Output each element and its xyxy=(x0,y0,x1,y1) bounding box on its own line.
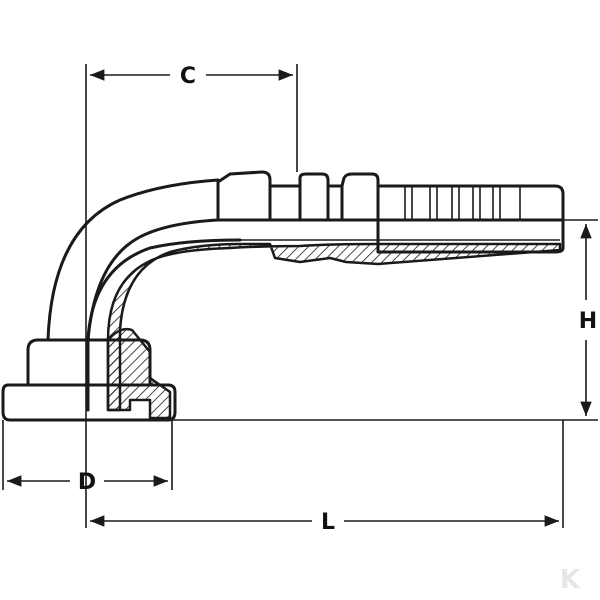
dimension-l-label: L xyxy=(321,510,335,535)
watermark-logo: K xyxy=(560,565,581,595)
dimension-d-label: D xyxy=(78,470,96,495)
hex-section-3 xyxy=(326,184,344,222)
extension-lines xyxy=(2,64,598,528)
hex-section-2 xyxy=(298,172,330,222)
dimension-c: C xyxy=(90,64,293,89)
dimension-c-label: C xyxy=(180,64,196,89)
hex-section-1 xyxy=(268,184,302,222)
section-wall-hatch xyxy=(106,242,562,412)
dimension-l: L xyxy=(90,510,559,535)
inner-bore xyxy=(86,238,242,412)
dimension-h-label: H xyxy=(579,309,597,334)
dimension-d: D xyxy=(6,470,168,495)
elbow-body xyxy=(46,178,220,342)
hex-section-4 xyxy=(340,172,380,222)
tail-ribs xyxy=(404,186,521,220)
dimension-h: H xyxy=(579,224,597,416)
fitting-body xyxy=(1,170,565,422)
flange-section-hatch xyxy=(106,327,172,420)
shank-body xyxy=(216,170,272,222)
